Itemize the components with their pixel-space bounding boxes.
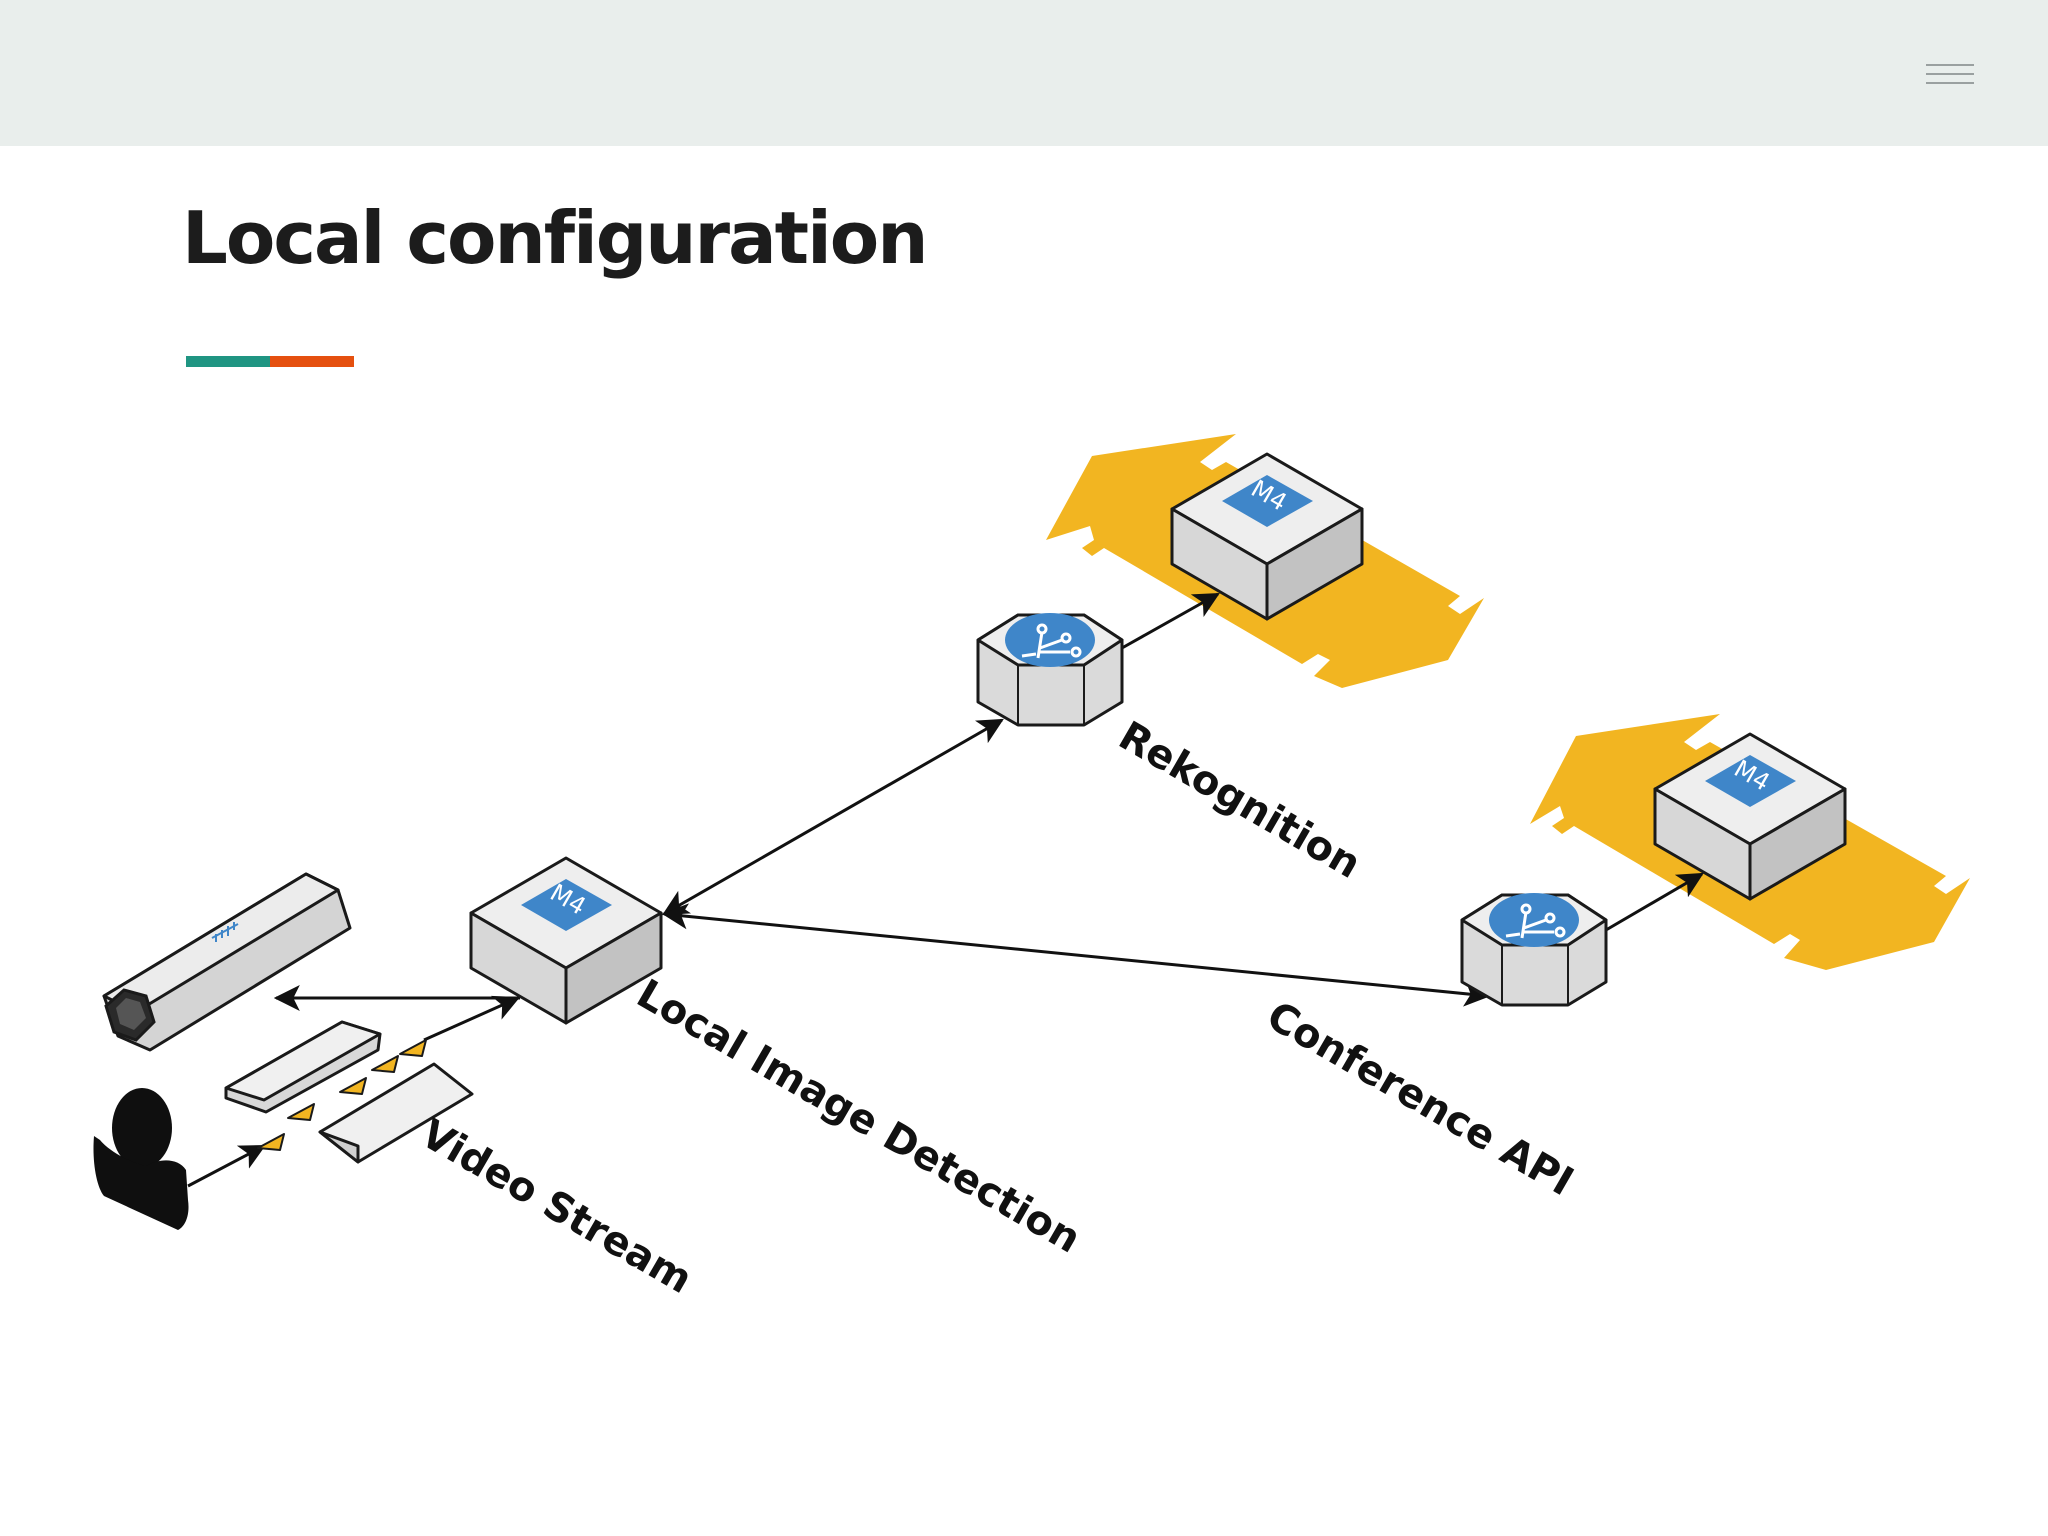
- arrow-rekognition-server: [1121, 592, 1220, 650]
- rekognition-server: M4: [1170, 452, 1364, 621]
- rekognition-api-gateway-icon: [976, 611, 1124, 727]
- hamburger-menu-icon[interactable]: [1920, 56, 1980, 92]
- conference-api-label: Conference API: [1259, 993, 1581, 1205]
- top-bar: [0, 0, 2048, 146]
- user-icon: [93, 1088, 189, 1230]
- arrow-conference-server: [1605, 872, 1704, 932]
- conference-api-gateway-icon: [1460, 891, 1608, 1007]
- conference-api-server: M4: [1653, 732, 1847, 901]
- arrow-detection-conference-api: [661, 903, 1491, 1007]
- accent-bar-teal: [186, 356, 270, 367]
- diagram-arrows: [187, 592, 1704, 1188]
- arrow-detection-rekognition: [662, 718, 1004, 916]
- local-image-detection-server: M4: [469, 856, 663, 1025]
- arrow-stream-detection: [423, 995, 520, 1042]
- rekognition-label: Rekognition: [1111, 713, 1368, 888]
- local-image-detection-label: Local Image Detection: [629, 971, 1088, 1263]
- video-stream-icon: [224, 1020, 474, 1164]
- arrow-user-stream: [187, 1144, 266, 1188]
- camera-icon: [102, 872, 352, 1052]
- slide-title: Local configuration: [182, 196, 928, 280]
- video-stream-label: Video Stream: [413, 1111, 700, 1303]
- accent-bar-orange: [270, 356, 354, 367]
